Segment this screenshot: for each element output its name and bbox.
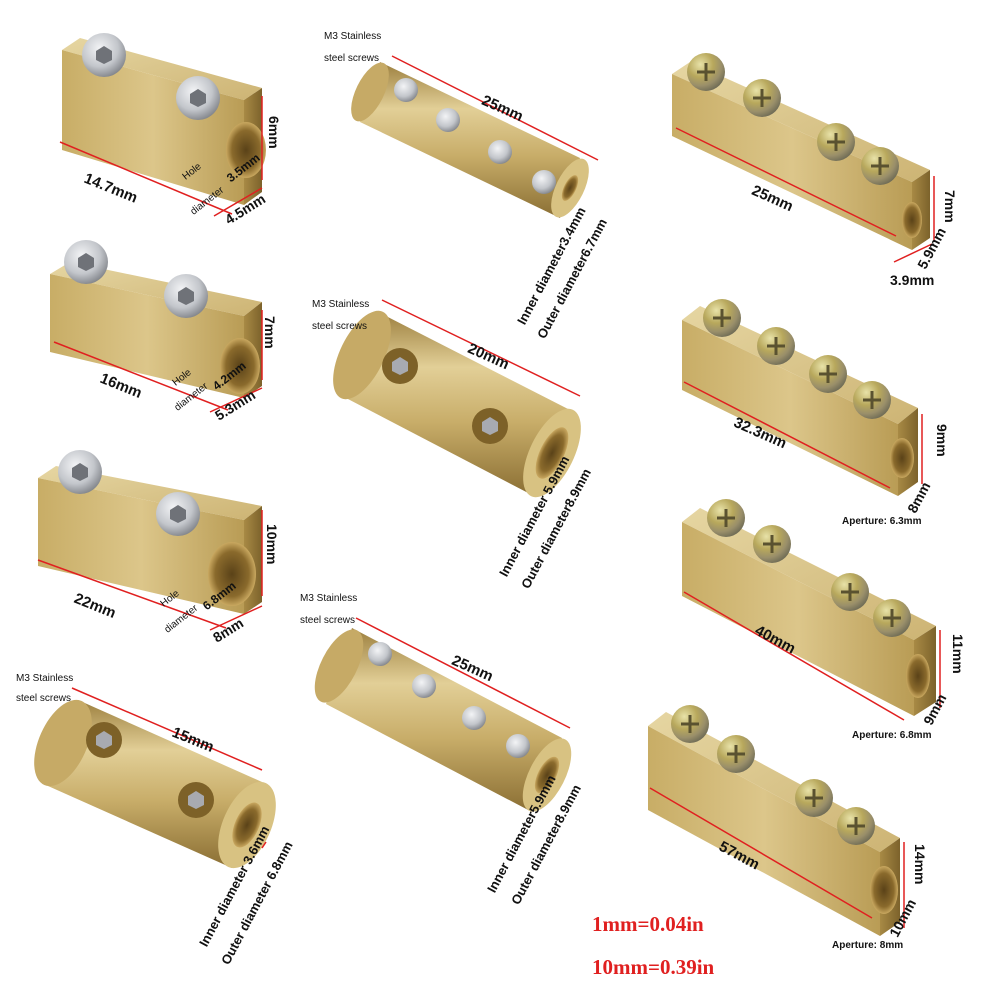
phillips-screw-icon (757, 327, 795, 365)
phillips-screw-icon (853, 381, 891, 419)
phillips-screw-icon (707, 499, 745, 537)
hex-screw-icon (472, 408, 508, 444)
phillips-screw-icon (671, 705, 709, 743)
hex-screw-icon (178, 782, 214, 818)
block-connector-small (62, 33, 266, 205)
phillips-screw-icon (809, 355, 847, 393)
aperture-label: Aperture: 8mm (832, 940, 904, 951)
hex-screw-icon (382, 348, 418, 384)
block-connector-medium (50, 240, 262, 398)
height-label: 14mm (912, 844, 928, 885)
phillips-screw-icon (743, 79, 781, 117)
hex-screw-icon (58, 450, 102, 494)
terminal-block-25mm (672, 53, 930, 250)
height-label: 6mm (266, 116, 282, 149)
cylinder-coupler-25mm-small (351, 62, 589, 218)
screw-note-line2: steel screws (312, 321, 368, 332)
hole-diameter-label: 3.9mm (890, 272, 935, 288)
height-label: 11mm (950, 634, 966, 674)
block-connector-large (38, 450, 262, 614)
screw-note-line1: M3 Stainless (324, 31, 382, 42)
hex-screw-icon (82, 33, 126, 77)
phillips-screw-icon (795, 779, 833, 817)
phillips-screw-icon (753, 525, 791, 563)
height-label: 7mm (942, 190, 958, 223)
hex-screw-icon (86, 722, 122, 758)
height-label: 10mm (264, 524, 280, 565)
phillips-screw-icon (703, 299, 741, 337)
phillips-screw-icon (717, 735, 755, 773)
cylinder-coupler-20mm (333, 310, 581, 498)
aperture-label: Aperture: 6.3mm (842, 516, 922, 527)
screw-note-line1: M3 Stainless (312, 299, 370, 310)
cylinder-coupler-25mm-large (314, 628, 572, 812)
screw-note-line2: steel screws (16, 693, 72, 704)
phillips-screw-icon (861, 147, 899, 185)
screw-note-line1: M3 Stainless (300, 593, 358, 604)
conversion-10mm: 10mm=0.39in (592, 955, 715, 979)
screw-note-line2: steel screws (324, 53, 380, 64)
screw-note-line1: M3 Stainless (16, 673, 74, 684)
hex-screw-icon (64, 240, 108, 284)
hex-screw-icon (164, 274, 208, 318)
height-label: 7mm (262, 316, 278, 349)
hex-screw-icon (156, 492, 200, 536)
cylinder-coupler-15mm (34, 699, 276, 869)
dimension-lines (37, 55, 941, 928)
height-label: 9mm (934, 424, 950, 457)
terminal-block-57mm (648, 705, 900, 936)
hex-screw-icon (176, 76, 220, 120)
phillips-screw-icon (687, 53, 725, 91)
terminal-block-40mm (682, 499, 936, 716)
phillips-screw-icon (873, 599, 911, 637)
phillips-screw-icon (817, 123, 855, 161)
terminal-block-32mm (682, 299, 918, 496)
phillips-screw-icon (837, 807, 875, 845)
conversion-1mm: 1mm=0.04in (592, 912, 704, 936)
aperture-label: Aperture: 6.8mm (852, 730, 932, 741)
phillips-screw-icon (831, 573, 869, 611)
screw-note-line2: steel screws (300, 615, 356, 626)
